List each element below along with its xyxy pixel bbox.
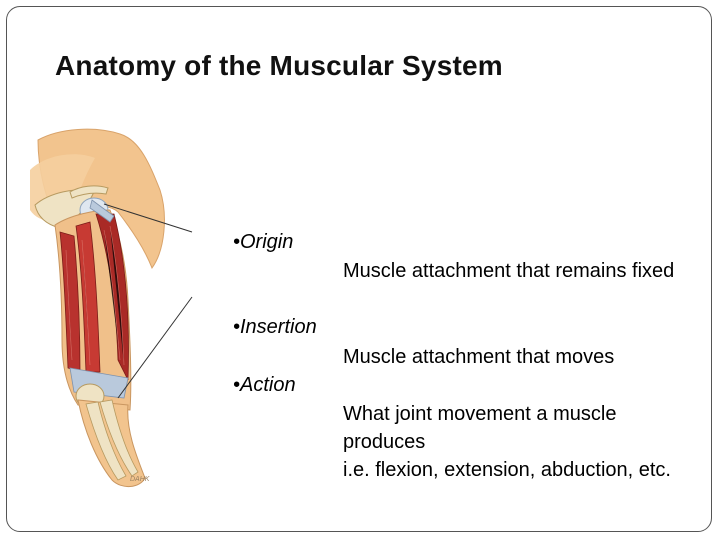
definition-action-line-2: i.e. flexion, extension, abduction, etc. [343, 459, 671, 481]
insertion-pointer-line [117, 296, 193, 399]
definition-action-line-1: What joint movement a muscle produces [343, 403, 617, 453]
definition-origin: Muscle attachment that remains fixed [343, 260, 675, 282]
definition-action: What joint movement a muscle produces i.… [343, 400, 703, 484]
illustration-watermark: DAHK [130, 476, 150, 483]
upper-tendon [89, 199, 115, 223]
slide-title: Anatomy of the Muscular System [55, 50, 503, 81]
ulna-bone [99, 399, 139, 477]
term-action: •Action [233, 374, 296, 396]
brachialis-muscle [75, 221, 101, 373]
origin-pointer-line [103, 203, 193, 233]
definition-insertion: Muscle attachment that moves [343, 346, 615, 368]
radius-bone [85, 401, 127, 481]
clavicle-bone [69, 185, 109, 199]
term-insertion: •Insertion [233, 316, 317, 338]
term-origin: •Origin [233, 231, 294, 253]
